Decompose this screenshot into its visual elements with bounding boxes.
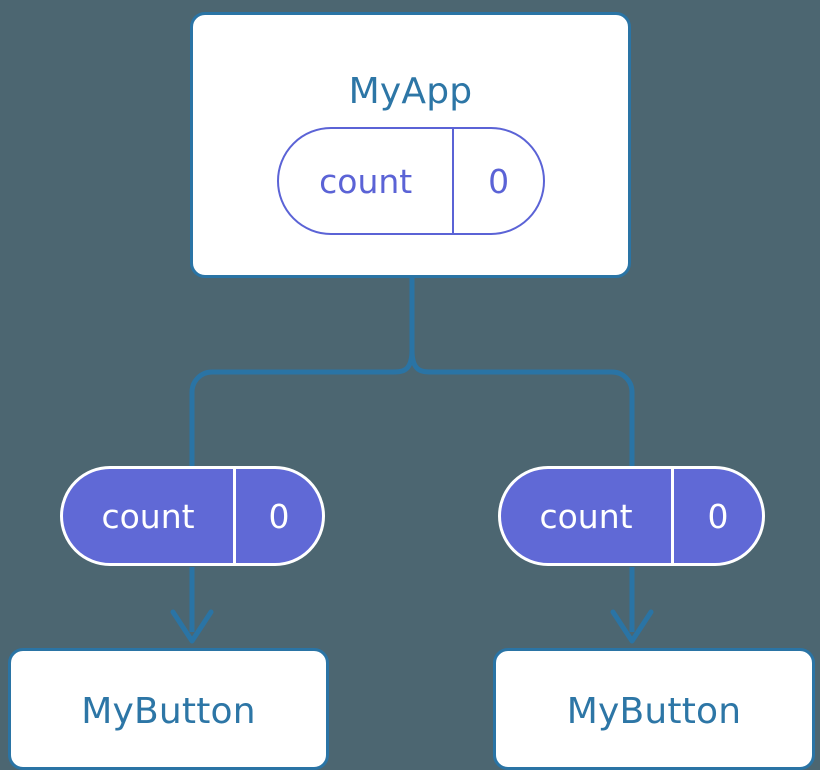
state-pill-value: 0 [671, 469, 762, 563]
component-title-myapp: MyApp [348, 71, 473, 112]
state-pill-value: 0 [452, 129, 543, 233]
state-pill-child-1-count[interactable]: count 0 [60, 466, 325, 566]
state-pill-key: count [101, 496, 195, 536]
state-pill-key: count [319, 161, 413, 201]
state-pill-value: 0 [233, 469, 322, 563]
arrow-left-head [170, 609, 214, 644]
state-pill-myapp-count[interactable]: count 0 [277, 127, 545, 235]
component-title-mybutton-1: MyButton [81, 691, 256, 732]
edge-to-right-child [409, 349, 635, 466]
state-pill-child-2-count[interactable]: count 0 [498, 466, 765, 566]
component-title-wrap: MyButton [496, 691, 812, 732]
edge-to-left-child [189, 349, 415, 466]
component-title-wrap: MyButton [11, 691, 326, 732]
component-node-mybutton-1[interactable]: MyButton [8, 648, 329, 770]
component-title-mybutton-2: MyButton [566, 691, 742, 732]
arrow-right-head [610, 609, 654, 644]
component-node-mybutton-2[interactable]: MyButton [493, 648, 815, 770]
state-pill-key: count [539, 496, 633, 536]
